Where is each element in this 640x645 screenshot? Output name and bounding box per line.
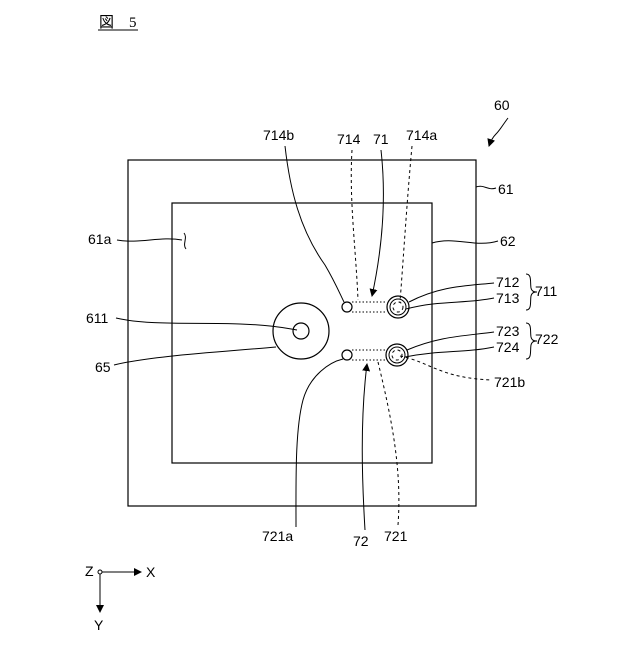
hole-714b [342, 302, 352, 312]
component-65 [273, 303, 329, 359]
label-722: 722 [535, 331, 559, 347]
label-711: 711 [535, 283, 558, 299]
leader-721a [296, 359, 343, 527]
leader-60 [489, 118, 508, 146]
label-72: 72 [353, 533, 369, 549]
axis-label-z: Z [85, 563, 94, 579]
hole-611 [293, 323, 309, 339]
label-60: 60 [494, 97, 510, 113]
leader-72 [362, 364, 367, 530]
axis-label-x: X [146, 564, 156, 580]
label-724: 724 [496, 339, 520, 355]
label-611: 611 [86, 310, 109, 326]
leader-65 [114, 347, 276, 365]
label-65: 65 [95, 359, 111, 375]
axis-origin [98, 570, 102, 574]
leader-712 [409, 283, 494, 302]
label-714a: 714a [406, 127, 437, 143]
label-721: 721 [384, 528, 408, 544]
leader-723 [407, 332, 494, 350]
leader-71 [372, 150, 383, 296]
ring-724-outer [389, 347, 405, 363]
outer-plate-61 [128, 160, 476, 506]
leader-611 [116, 318, 297, 330]
leader-714a [400, 146, 412, 302]
inner-plate-62 [172, 203, 432, 463]
label-714b: 714b [263, 127, 294, 143]
label-714: 714 [337, 131, 361, 147]
leader-714b [285, 146, 344, 302]
ring-724-inner [392, 350, 402, 360]
axis-label-y: Y [94, 617, 104, 633]
label-723: 723 [496, 323, 520, 339]
leader-721b [400, 356, 492, 380]
leader-714 [351, 150, 358, 300]
ring-713-outer [390, 299, 406, 315]
label-721a: 721a [262, 528, 293, 544]
leader-713 [406, 298, 494, 309]
leader-724 [405, 347, 494, 357]
label-62: 62 [500, 233, 516, 249]
leader-62 [432, 241, 498, 244]
label-712: 712 [496, 274, 520, 290]
leader-721 [378, 362, 399, 525]
label-721b: 721b [494, 374, 525, 390]
leader-61 [476, 186, 496, 189]
label-61a: 61a [88, 231, 112, 247]
label-71: 71 [373, 131, 389, 147]
mark-61a [184, 233, 186, 249]
hole-721a [342, 350, 352, 360]
ring-713-inner [393, 302, 403, 312]
figure-title: 図 5 [99, 14, 137, 31]
label-61: 61 [498, 181, 514, 197]
label-713: 713 [496, 290, 520, 306]
